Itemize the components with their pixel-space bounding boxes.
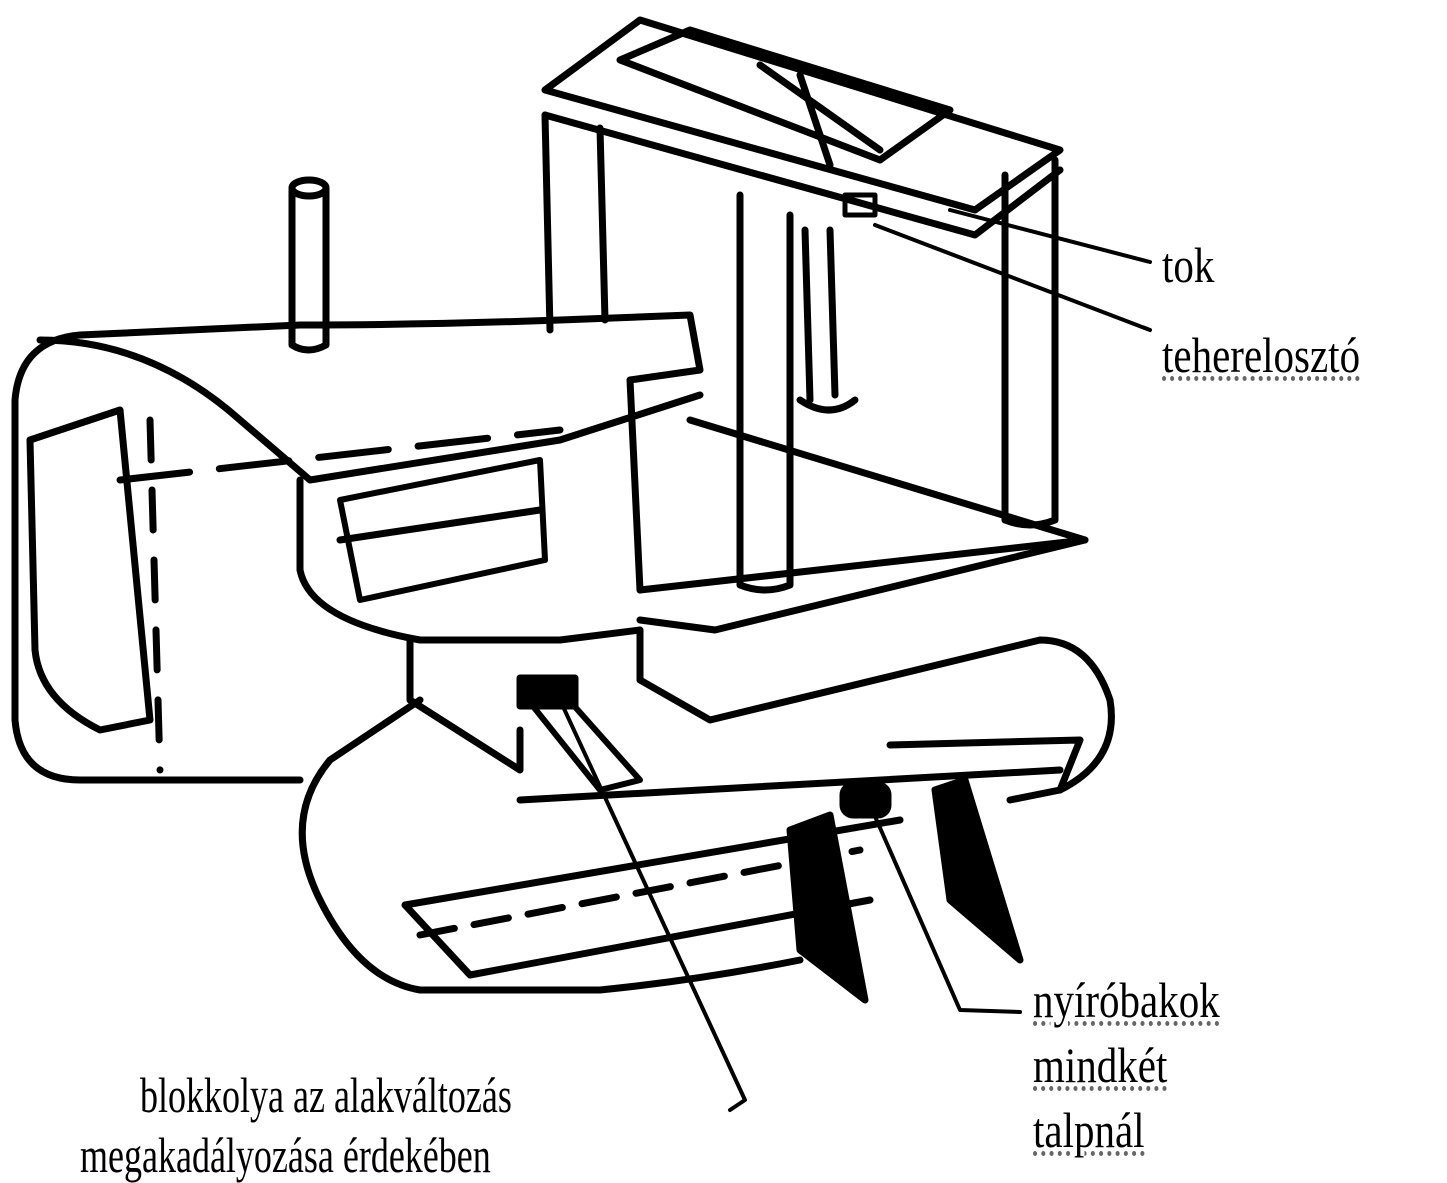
label-blocked-2: megakadályozása érdekében <box>80 1127 491 1183</box>
label-shear-brackets-1: nyíróbakok <box>1033 972 1220 1028</box>
exhaust-pipe <box>288 176 330 354</box>
label-tok: tok <box>1162 237 1215 293</box>
rops-frame <box>541 16 1089 634</box>
shear-brackets <box>786 776 1024 1004</box>
label-load-distributor: teherelosztó <box>1162 327 1361 383</box>
label-shear-brackets-3: talpnál <box>1033 1102 1145 1158</box>
label-shear-brackets-2: mindkét <box>1033 1037 1168 1093</box>
block-icon <box>839 781 892 819</box>
label-blocked-1: blokkolya az alakváltozás <box>140 1067 512 1123</box>
leader-lines <box>558 208 1152 1112</box>
block-icon <box>516 674 579 710</box>
tractor-body <box>11 311 704 784</box>
